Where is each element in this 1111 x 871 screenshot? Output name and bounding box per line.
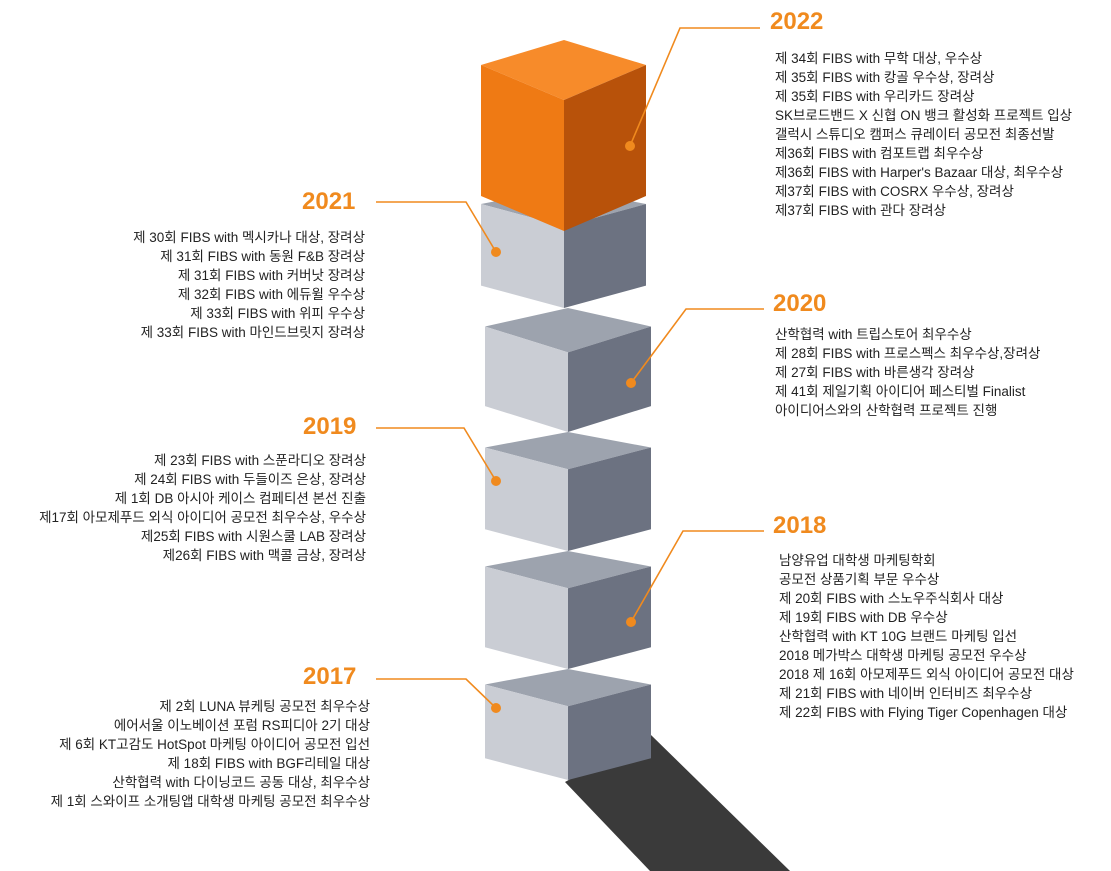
award-item: 제 41회 제일기획 아이디어 페스티벌 Finalist (775, 384, 1026, 399)
year-heading-2017: 2017 (303, 663, 357, 690)
award-item: 공모전 상품기획 부문 우수상 (779, 572, 940, 587)
leader-2021 (376, 201, 501, 257)
block-3 (485, 432, 651, 551)
block-4 (485, 308, 651, 432)
leader-dot (626, 378, 636, 388)
award-item: 제 24회 FIBS with 두들이즈 은상, 장려상 (134, 472, 366, 487)
leader-dot (491, 247, 501, 257)
award-item: 제 2회 LUNA 뷰케팅 공모전 최우수상 (159, 699, 370, 714)
tower-shadow (565, 735, 790, 871)
block-2 (485, 551, 651, 669)
award-item: 제 22회 FIBS with Flying Tiger Copenhagen … (779, 705, 1068, 720)
award-item: 제 28회 FIBS with 프로스펙스 최우수상,장려상 (775, 346, 1041, 361)
block-1 (485, 669, 651, 780)
award-item: 제 18회 FIBS with BGF리테일 대상 (167, 756, 370, 771)
year-heading-2021: 2021 (302, 188, 356, 215)
award-item: 제17회 아모제푸드 외식 아이디어 공모전 최우수상, 우수상 (39, 510, 366, 525)
award-item: 산학협력 with KT 10G 브랜드 마케팅 입선 (779, 629, 1018, 644)
award-item: 제36회 FIBS with 컴포트랩 최우수상 (775, 146, 984, 161)
award-item: 제26회 FIBS with 맥콜 금상, 장려상 (162, 548, 366, 563)
leader-dot (626, 617, 636, 627)
award-item: 제 1회 스와이프 소개팅앱 대학생 마케팅 공모전 최우수상 (50, 794, 370, 809)
award-item: 제 21회 FIBS with 네이버 인터비즈 최우수상 (779, 686, 1032, 701)
year-heading-2018: 2018 (773, 512, 827, 539)
award-item: 제 1회 DB 아시아 케이스 컴페티션 본선 진출 (114, 491, 366, 506)
award-item: 제 6회 KT고감도 HotSpot 마케팅 아이디어 공모전 입선 (59, 737, 370, 752)
award-item: 제 32회 FIBS with 에듀윌 우수상 (177, 287, 365, 302)
award-item: 갤럭시 스튜디오 캠퍼스 큐레이터 공모전 최종선발 (775, 127, 1055, 142)
year-heading-2020: 2020 (773, 290, 827, 317)
award-item: 제25회 FIBS with 시원스쿨 LAB 장려상 (140, 529, 366, 544)
leader-dot (491, 703, 501, 713)
award-item: 제 31회 FIBS with 동원 F&B 장려상 (160, 249, 365, 264)
award-item: 제36회 FIBS with Harper's Bazaar 대상, 최우수상 (775, 165, 1064, 180)
leader-2022 (625, 27, 760, 151)
award-item: 2018 메가박스 대학생 마케팅 공모전 우수상 (779, 648, 1027, 663)
block-top-orange (481, 40, 646, 231)
award-item: 에어서울 이노베이션 포럼 RS피디아 2기 대상 (113, 718, 370, 733)
award-item: 2018 제 16회 아모제푸드 외식 아이디어 공모전 대상 (779, 667, 1074, 682)
award-item: 아이디어스와의 산학협력 프로젝트 진행 (775, 403, 998, 418)
award-item: 제 19회 FIBS with DB 우수상 (779, 610, 948, 625)
leader-2020 (626, 308, 764, 388)
award-item: 제 33회 FIBS with 위피 우수상 (190, 306, 365, 321)
leader-dot (625, 141, 635, 151)
award-item: 제 23회 FIBS with 스푼라디오 장려상 (154, 453, 366, 468)
award-item: SK브로드밴드 X 신협 ON 뱅크 활성화 프로젝트 입상 (775, 108, 1073, 123)
award-item: 제37회 FIBS with 관다 장려상 (775, 203, 946, 218)
award-item: 제 31회 FIBS with 커버낫 장려상 (177, 268, 365, 283)
year-heading-2019: 2019 (303, 413, 357, 440)
leader-dot (491, 476, 501, 486)
award-item: 제 30회 FIBS with 멕시카나 대상, 장려상 (133, 230, 365, 245)
award-item: 제 27회 FIBS with 바른생각 장려상 (775, 365, 975, 380)
award-item: 산학협력 with 트립스토어 최우수상 (775, 327, 972, 342)
year-heading-2022: 2022 (770, 8, 824, 35)
award-item: 제37회 FIBS with COSRX 우수상, 장려상 (775, 184, 1014, 199)
award-item: 제 34회 FIBS with 무학 대상, 우수상 (775, 51, 983, 66)
leader-2019 (376, 427, 501, 486)
award-item: 산학협력 with 다이닝코드 공동 대상, 최우수상 (112, 775, 370, 790)
leader-2018 (626, 530, 764, 627)
award-item: 남양유업 대학생 마케팅학회 (779, 553, 936, 568)
award-item: 제 33회 FIBS with 마인드브릿지 장려상 (140, 325, 365, 340)
award-item: 제 35회 FIBS with 우리카드 장려상 (775, 89, 975, 104)
award-item: 제 35회 FIBS with 캉골 우수상, 장려상 (775, 70, 995, 85)
award-item: 제 20회 FIBS with 스노우주식회사 대상 (779, 591, 1004, 606)
leader-2017 (376, 678, 501, 713)
